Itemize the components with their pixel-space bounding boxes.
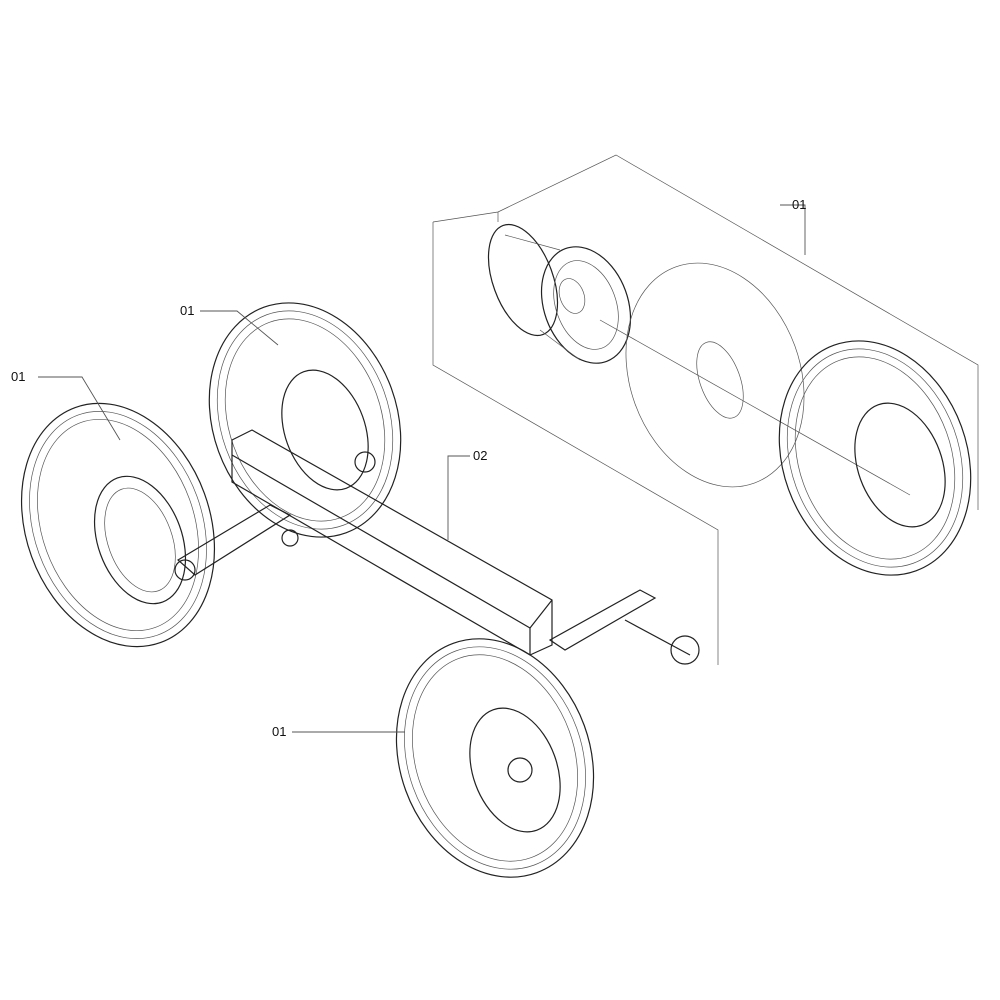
leader-lines: [38, 204, 806, 733]
tube-part: [599, 262, 911, 496]
label-wheel-left-rear: 01: [180, 303, 195, 318]
label-wheel-left-front: 01: [11, 369, 26, 384]
tire-exploded: [778, 340, 972, 576]
label-axle-frame: 02: [473, 448, 488, 463]
label-wheel-front-right: 01: [272, 724, 287, 739]
rim-part: [487, 223, 632, 364]
wheel-left-front-drawing: [20, 402, 216, 648]
axle-frame-drawing: [174, 429, 700, 665]
wheel-front-right-drawing: [395, 638, 595, 878]
exploded-view-frame: [432, 154, 979, 665]
label-wheel-exploded: 01: [792, 197, 807, 212]
wheel-left-rear-drawing: [208, 302, 402, 538]
